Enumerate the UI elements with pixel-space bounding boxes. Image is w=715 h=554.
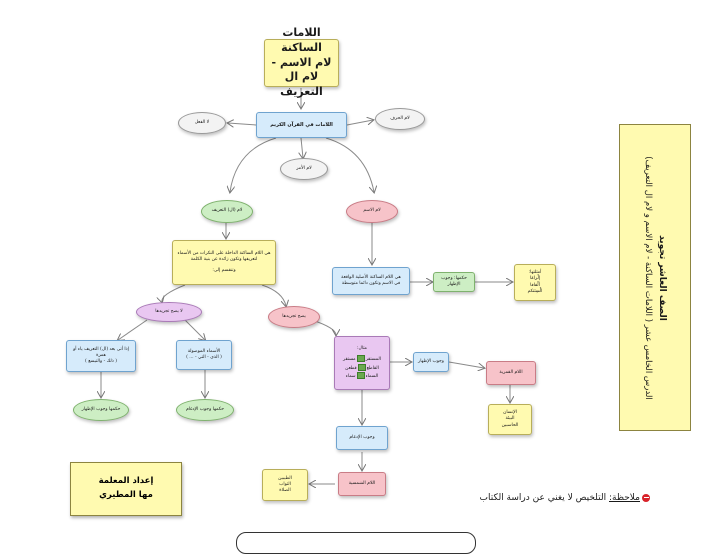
qamari-ex-2: البيئة [505, 416, 515, 422]
node-lam-ism-label: لام الاسم [363, 208, 381, 214]
lesson-title-text: الصف العاشر تجويد الدرس الخامس عشر ( الل… [642, 128, 668, 428]
node-wujub-izhar: وجوب الإظهار [413, 352, 449, 372]
check-icon [356, 355, 365, 363]
ism-example-2: ألْفافا [530, 282, 540, 288]
diagram-title-box: اللامات الساكنة لام الاسم - لام ال التعر… [264, 26, 339, 98]
connector-lines [0, 88, 715, 538]
lam-qamariya-label: اللام القمرية [499, 369, 523, 375]
lam-shamsiya-label: اللام الشمسية [348, 480, 376, 486]
arrow-main-amr [301, 137, 303, 158]
node-hukm2: حكمها وجوب الإدغام [176, 399, 234, 421]
arrow-main-ism [325, 137, 374, 192]
node-can-strip: يصح تجريدها [268, 306, 320, 328]
check-icon [356, 371, 365, 379]
bottom-frame-edge [236, 532, 476, 554]
ism-def-line-2: في الاسم وتكون دائما متوسطة [341, 281, 401, 286]
qamari-ex-3: الحاسبين [501, 422, 519, 428]
hukm1-label: حكمها وجوب الإظهار [81, 406, 121, 412]
arrow-def-strip [261, 284, 286, 306]
no-strip-label: لا يصح تجريدها [155, 308, 183, 314]
teacher-name: مها المطيري [99, 490, 153, 500]
wujub-idgham-label: وجوب الإدغام [349, 434, 375, 440]
arrow-main-al [230, 137, 277, 192]
note-text: التلخيص لا يغني عن دراسة الكتاب [479, 493, 607, 503]
node-ism-examples: أمثلتها: إلْزامًا ألْفافا الْسِنَتكم [514, 264, 556, 301]
ism-def-line-1: هي اللام الساكنة الأصلية الواقعة [341, 274, 401, 280]
ism-example-3: الْسِنَتكم [527, 288, 543, 294]
case-hamza-line-1: إذا أتى بعد (ال) التعريف ياء أو [73, 346, 129, 352]
check-icon [357, 363, 366, 371]
node-lam-al-label: لام (ال) التعريف [211, 208, 243, 214]
title-line-2: لام الاسم - لام ال [271, 55, 332, 84]
mithal-word-3: السماء [365, 373, 379, 379]
no-entry-icon [642, 493, 650, 502]
node-lam-harf: لام الحرف [375, 108, 425, 130]
teacher-credit-box: إعداد المعلمة مها المطيري [70, 462, 182, 516]
mithal-word-1: المستقر [365, 357, 381, 363]
arrow-def-nostrip [162, 284, 186, 302]
title-line-1: اللامات الساكنة [281, 25, 322, 54]
ism-example-1: إلْزامًا [529, 276, 541, 282]
node-hukm-izhar: حكمها: وجوب الإظهار [433, 272, 475, 292]
mithal-root-3: سماء [345, 373, 356, 379]
node-lam-fil: لا الفعل [178, 112, 226, 134]
case-hamza-line-3: ( ذلك - والتيسع ) [85, 359, 117, 365]
ism-examples-title: أمثلتها: [528, 270, 542, 276]
arrow-nostrip-hamza [118, 319, 148, 340]
node-ism-definition: هي اللام الساكنة الأصلية الواقعة في الاس… [332, 267, 410, 295]
node-lam-fil-label: لا الفعل [194, 119, 210, 125]
shamsi-ex-1: الطيبين [278, 475, 292, 481]
can-strip-label: يصح تجريدها [282, 313, 306, 319]
node-lam-shamsiya: اللام الشمسية [338, 472, 386, 496]
node-lamat-quran-label: اللامات في القرآن الكريم [270, 121, 333, 128]
node-lam-amr: لام الأمر [280, 158, 328, 180]
node-lam-qamariya: اللام القمرية [486, 361, 536, 385]
al-def-line-2: لتعريفها وتكون زائدة عن بنية الكلمة [190, 257, 258, 263]
shamsi-ex-2: الثواب [279, 481, 291, 487]
al-def-line-1: هي اللام الساكنة الداخلة على النكرات من … [177, 251, 271, 257]
node-lam-harf-label: لام الحرف [390, 115, 410, 121]
hukm2-label: حكمها وجوب الإدغام [185, 406, 225, 412]
hukm-izhar-label: حكمها: وجوب الإظهار [441, 275, 467, 287]
node-case-hamza: إذا أتى بعد (ال) التعريف ياء أو همزة ( ذ… [66, 340, 136, 372]
lesson-name: الدرس الخامس عشر ( اللامات الساكنة - لام… [643, 155, 654, 400]
note-label: ملاحظة: [609, 493, 640, 503]
node-no-strip: لا يصح تجريدها [136, 302, 202, 322]
wujub-izhar-label: وجوب الإظهار [418, 358, 444, 364]
al-def-divide: وتنقسم إلى: [212, 267, 236, 273]
lesson-title-panel: الصف العاشر تجويد الدرس الخامس عشر ( الل… [619, 124, 691, 431]
mithal-word-2: القاطع [366, 365, 379, 371]
arrow-main-harf [346, 120, 373, 126]
node-mithal: مثال: المستقر مستقر القاطع قطعن السماء سماء [334, 336, 390, 390]
arrow-izhar-qamariya [448, 361, 484, 368]
case-hamza-line-2: همزة [96, 352, 106, 358]
arrow-main-fil [228, 123, 257, 125]
mithal-row-3: السماء سماء [345, 371, 379, 380]
lesson-grade: الصف العاشر تجويد [657, 234, 668, 321]
mithal-row-1: المستقر مستقر [343, 355, 381, 363]
mithal-root-2: قطعن [345, 365, 357, 371]
node-lam-amr-label: لام الأمر [296, 165, 312, 171]
title-line-3: التعريف [280, 85, 323, 99]
node-lamat-quran: اللامات في القرآن الكريم [256, 112, 347, 138]
case-mawsul-line-2: ( الذي - التي - ... ) [186, 355, 222, 360]
node-qamari-examples: الإنسان البيئة الحاسبين [488, 404, 532, 435]
summary-note: ملاحظة: التلخيص لا يغني عن دراسة الكتاب [440, 493, 650, 503]
node-hukm1: حكمها وجوب الإظهار [73, 399, 129, 421]
node-lam-ism: لام الاسم [346, 200, 398, 223]
node-lam-al: لام (ال) التعريف [201, 200, 253, 223]
mithal-title: مثال: [357, 346, 367, 352]
mithal-root-1: مستقر [343, 357, 356, 363]
arrow-nostrip-mawsul [184, 319, 205, 340]
node-wujub-idgham: وجوب الإدغام [336, 426, 388, 450]
case-mawsul-line-1: الأسماء الموصولة [187, 348, 221, 354]
shamsi-ex-3: الصلاة [279, 488, 291, 494]
node-al-definition: هي اللام الساكنة الداخلة على النكرات من … [172, 240, 276, 285]
mithal-row-2: القاطع قطعن [345, 363, 379, 372]
teacher-credit-label: إعداد المعلمة [98, 476, 154, 487]
qamari-ex-1: الإنسان [503, 410, 517, 416]
node-shamsi-examples: الطيبين الثواب الصلاة [262, 469, 308, 501]
node-case-mawsul: الأسماء الموصولة ( الذي - التي - ... ) [176, 340, 232, 370]
